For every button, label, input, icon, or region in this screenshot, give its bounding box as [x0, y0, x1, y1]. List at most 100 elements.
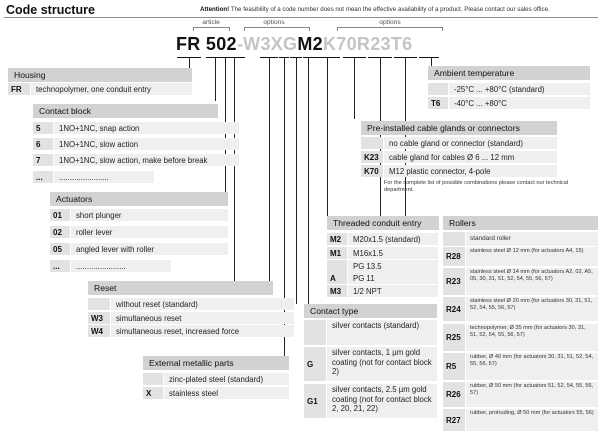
rollers-code	[443, 232, 465, 246]
reset-text: simultaneous reset	[111, 312, 294, 324]
actuators-code: ...	[50, 260, 70, 272]
rollers-code: R26	[443, 382, 465, 407]
actuators-text: .......................	[71, 260, 171, 272]
contact-type-code	[304, 320, 326, 345]
contact-type-text: silver contacts, 1 µm gold coating (not …	[327, 347, 437, 381]
contact-block-text: 1NO+1NC, slow action	[54, 138, 239, 150]
cable-glands-note: For the complete list of possible combin…	[384, 180, 569, 193]
threaded-entry-text: M20x1.5 (standard)	[348, 233, 438, 245]
actuators-header: Actuators	[50, 192, 228, 206]
actuators-text: angled lever with roller	[71, 243, 228, 255]
cable-glands-code: K70	[361, 165, 383, 177]
contact-block-code: 5	[33, 122, 53, 134]
code-dash: -	[236, 34, 244, 54]
contact-type-header: Contact type	[304, 304, 437, 318]
options-bracket-label-1: options	[263, 19, 285, 26]
contact-block-code: ...	[33, 171, 53, 183]
contact-block-code: 7	[33, 154, 53, 166]
threaded-entry-text: 1/2 NPT	[348, 285, 438, 297]
external-parts-header: External metallic parts	[143, 356, 289, 370]
reset-text: without reset (standard)	[111, 298, 294, 310]
article-bracket-label: article	[202, 19, 220, 26]
contact-type-row: silver contacts (standard)	[304, 320, 437, 345]
threaded-entry-code: A	[327, 272, 347, 284]
contact-block-text: 1NO+1NC, snap action	[54, 122, 239, 134]
actuators-code: 02	[50, 226, 70, 238]
rollers-text: technopolymer, Ø 35 mm (for actuators 30…	[466, 324, 598, 351]
contact-block-code: 6	[33, 138, 53, 150]
contact-type-text: silver contacts, 2.5 µm gold coating (no…	[327, 384, 437, 418]
cable-glands-text: cable gland for cables Ø 6 ... 12 mm	[384, 151, 557, 163]
options-bracket-2	[337, 27, 443, 31]
actuators-code: 01	[50, 209, 70, 221]
reset-code: W4	[88, 325, 110, 337]
threaded-entry-text: PG 13.5	[348, 260, 438, 272]
cable-glands-code: K23	[361, 151, 383, 163]
title-divider	[4, 17, 598, 18]
ambient-header: Ambient temperature	[428, 66, 590, 80]
ambient-code: T6	[428, 97, 448, 109]
rollers-text: standard roller	[466, 232, 598, 246]
options-bracket-label-2: options	[379, 19, 401, 26]
external-parts-code: X	[143, 387, 163, 399]
ambient-text: -40°C ... +80°C	[449, 97, 590, 109]
rollers-text: rubber, Ø 50 mm (for actuators 51, 52, 5…	[466, 382, 598, 407]
rollers-text: rubber, Ø 40 mm (for actuators 30, 31, 5…	[466, 353, 598, 380]
contact-block-text: .......................	[54, 171, 154, 183]
options-bracket-1	[244, 27, 310, 31]
code-number: FR 502-W3XGM2K70R23T6	[176, 34, 412, 54]
actuators-text: roller lever	[71, 226, 228, 238]
contact-type-text: silver contacts (standard)	[327, 320, 437, 345]
threaded-entry-text: M16x1.5	[348, 247, 438, 259]
threaded-entry-code: M2	[327, 233, 347, 245]
rollers-row: standard roller	[443, 232, 598, 246]
housing-header: Housing	[8, 68, 192, 82]
threaded-entry-code: M1	[327, 247, 347, 259]
threaded-entry-header: Threaded conduit entry	[327, 216, 439, 230]
rollers-code: R24	[443, 297, 465, 321]
cable-glands-text: M12 plastic connector, 4-pole	[384, 165, 557, 177]
code-options-1: W3XG	[243, 34, 298, 54]
rollers-code: R28	[443, 247, 465, 266]
cable-glands-code	[361, 137, 383, 149]
reset-code	[88, 298, 110, 310]
contact-type-code: G1	[304, 384, 326, 418]
actuators-code: 05	[50, 243, 70, 255]
cable-glands-header: Pre-installed cable glands or connectors	[361, 121, 557, 135]
threaded-entry-code: M3	[327, 285, 347, 297]
attention-text: The feasibility of a code number does no…	[230, 6, 550, 13]
contact-block-header: Contact block	[33, 104, 218, 118]
code-fr: FR	[176, 34, 201, 54]
threaded-entry-text: PG 11	[348, 272, 438, 284]
ambient-text: -25°C ... +80°C (standard)	[449, 83, 590, 95]
contact-block-text: 1NO+1NC, slow action, make before break	[54, 154, 239, 166]
reset-text: simultaneous reset, increased force	[111, 325, 294, 337]
rollers-code: R5	[443, 353, 465, 380]
reset-code: W3	[88, 312, 110, 324]
attention-label: Attention!	[200, 6, 230, 13]
rollers-code: R23	[443, 268, 465, 295]
external-parts-code	[143, 373, 163, 385]
rollers-text: stainless steel Ø 20 mm (for actuators 3…	[466, 297, 598, 321]
rollers-text: stainless steel Ø 12 mm (for actuators A…	[466, 247, 598, 266]
housing-text: technopolymer, one conduit entry	[31, 83, 192, 95]
threaded-entry-code	[327, 260, 347, 272]
code-options-2: K70R23T6	[322, 34, 413, 54]
ambient-code	[428, 83, 448, 95]
external-parts-text: zinc-plated steel (standard)	[164, 373, 289, 385]
article-bracket	[193, 27, 230, 31]
rollers-text: stainless steel Ø 14 mm (for actuators A…	[466, 268, 598, 295]
rollers-text: rubber, protruding, Ø 50 mm (for actuato…	[466, 409, 598, 431]
actuators-text: short plunger	[71, 209, 228, 221]
rollers-code: R25	[443, 324, 465, 351]
reset-header: Reset	[88, 281, 273, 295]
rollers-header: Rollers	[443, 216, 598, 230]
page-title: Code structure	[6, 3, 95, 17]
